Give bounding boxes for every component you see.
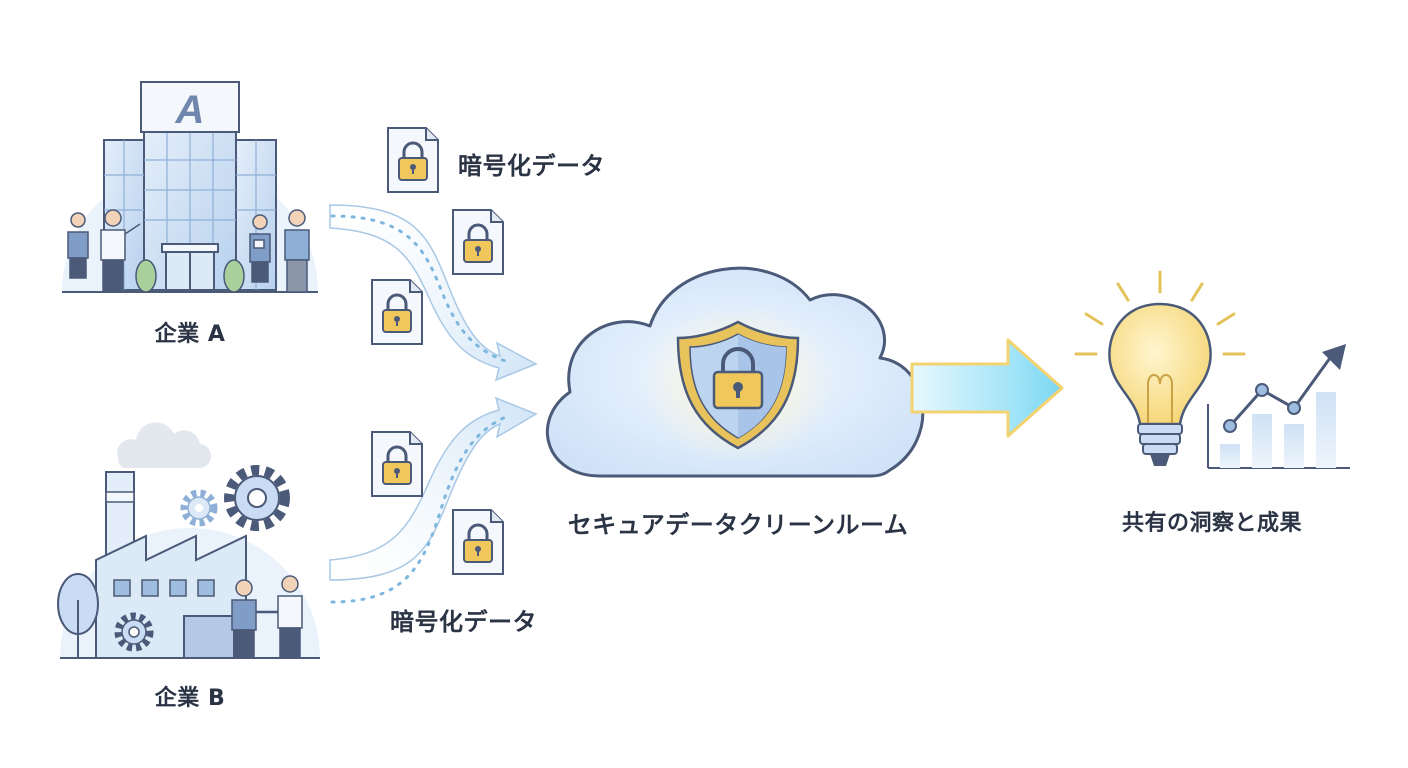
clean-room-cloud — [545, 266, 925, 478]
company-a-illustration: A — [62, 81, 318, 293]
company-a-people — [67, 209, 310, 293]
company-a-label: 企業 A — [154, 322, 226, 347]
encrypted-data-label-top: 暗号化データ — [458, 152, 605, 180]
encrypted-data-label-bottom: 暗号化データ — [390, 608, 537, 636]
result-arrow — [910, 338, 1064, 438]
insight-illustration — [1074, 270, 1350, 469]
clean-room-label: セキュアデータクリーンルーム — [567, 511, 909, 539]
encrypted-doc-icon — [370, 430, 424, 498]
flow-arrow-bottom — [329, 396, 538, 604]
shared-insights-label: 共有の洞察と成果 — [1121, 511, 1303, 536]
tree-icon — [57, 573, 99, 658]
encrypted-doc-icon — [370, 278, 424, 346]
encrypted-doc-icon — [451, 208, 505, 276]
shield-lock-icon — [676, 320, 800, 450]
gear-icon — [224, 465, 290, 531]
encrypted-doc-icon — [386, 126, 440, 194]
growth-chart-icon — [1207, 344, 1350, 469]
company-a-logo: A — [175, 88, 205, 132]
gear-icon-low — [114, 612, 154, 652]
gear-icon-small — [180, 489, 218, 527]
company-b-label: 企業 B — [154, 686, 226, 711]
encrypted-doc-icon — [451, 508, 505, 576]
lightbulb-icon — [1074, 270, 1246, 466]
company-b-people — [231, 575, 303, 659]
company-b-illustration — [57, 422, 320, 659]
flow-arrow-top — [329, 204, 538, 382]
